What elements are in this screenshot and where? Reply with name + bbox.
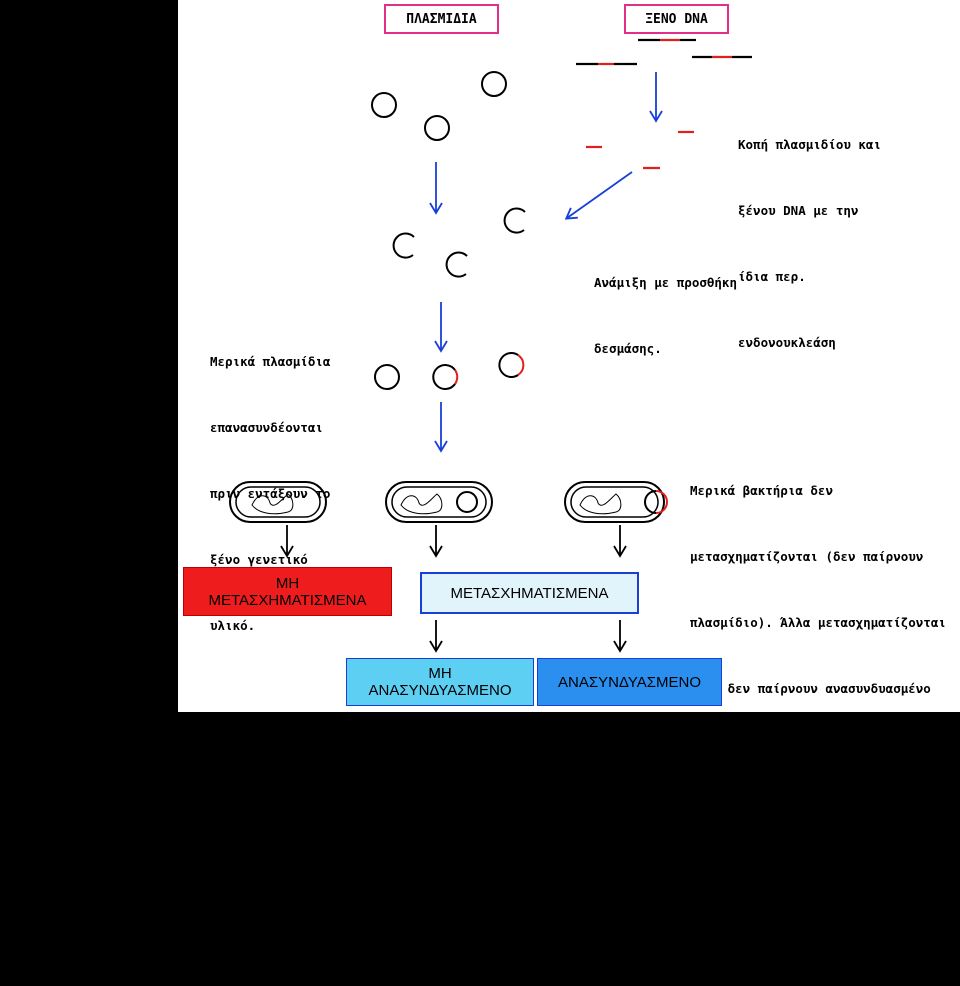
note-recircularize: Μερικά πλασμίδια επανασυνδέονται πριν εν…: [210, 307, 330, 659]
note-line: ίδια περ.: [738, 269, 806, 284]
recombinant-box: ΑΝΑΣΥΝΔΥΑΣΜΕΝΟ: [537, 658, 722, 706]
box-line: ΜΗ: [275, 574, 300, 592]
bacterium-transformed-recombinant: [564, 481, 668, 523]
plasmids-header-box: [384, 4, 499, 34]
note-line: Μερικά βακτήρια δεν: [690, 483, 833, 498]
box-line: ΑΝΑΣΥΝΔΥΑΣΜΕΝΟ: [557, 673, 702, 691]
box-line: ΜΕΤΑΣΧΗΜΑΤΙΣΜΕΝΑ: [450, 584, 609, 602]
note-line: Ανάμιξη με προσθήκη: [594, 275, 737, 290]
note-line: Μερικά πλασμίδια: [210, 354, 331, 369]
note-line: πλασμίδιο.: [690, 747, 766, 762]
not-recombinant-box: ΜΗ ΑΝΑΣΥΝΔΥΑΣΜΕΝΟ: [346, 658, 534, 706]
foreign-dna-fragments: [576, 38, 752, 170]
note-line: υλικό.: [210, 618, 256, 633]
foreign-dna-label: ΞΕΝΟ DNA: [645, 11, 708, 27]
foreign-dna-header-box: [624, 4, 729, 34]
note-line: ενδονουκλεάση: [738, 335, 836, 350]
right-margin-band: [860, 0, 960, 712]
box-line: ΑΝΑΣΥΝΔΥΑΣΜΕΝΟ: [368, 682, 512, 699]
note-line: Ακόμη λιγότερα (1% των αρχικών): [690, 813, 924, 828]
note-line: μετασχηματίζονται, δεχόμενα: [690, 879, 894, 894]
intact-plasmids: [371, 71, 507, 141]
note-line: πριν εντάξουν το: [210, 486, 331, 501]
box-line: ΜΗ: [428, 665, 452, 682]
diagram-canvas: [229, 4, 752, 653]
note-line: ανασυσυνδυασμένο πλασμίδιο.: [690, 945, 894, 960]
note-line: δεσμάσης.: [594, 341, 662, 356]
note-bacteria: Μερικά βακτήρια δεν μετασχηματίζονται (δ…: [690, 436, 946, 986]
bacterium-untransformed: [229, 481, 327, 523]
result-arrows: [280, 525, 627, 653]
cut-plasmids: [392, 207, 526, 278]
note-line: επανασυνδέονται: [210, 420, 323, 435]
transformed-box: ΜΕΤΑΣΧΗΜΑΤΙΣΜΕΝΑ: [420, 572, 639, 614]
note-line: αλλά δεν παίρνουν ανασυνδυασμένο: [690, 681, 931, 696]
box-line: ΜΕΤΑΣΧΗΜΑΤΙΣΜΕΝΑ: [208, 591, 367, 609]
note-line: ξένου DNA με την: [738, 203, 859, 218]
ligated-plasmids: [374, 352, 525, 390]
note-line: μετασχηματίζονται (δεν παίρνουν: [690, 549, 924, 564]
note-ligase: Ανάμιξη με προσθήκη δεσμάσης.: [594, 228, 737, 382]
arrow-icon: [564, 171, 633, 220]
plasmids-label: ΠΛΑΣΜΙΔΙΑ: [406, 11, 477, 27]
note-line: πλασμίδιο). Άλλα μετασχηματίζονται: [690, 615, 946, 630]
not-transformed-box: ΜΗ ΜΕΤΑΣΧΗΜΑΤΙΣΜΕΝΑ: [183, 567, 392, 616]
note-line: ξένο γενετικό: [210, 552, 308, 567]
bacterium-transformed-nonrecombinant: [385, 481, 493, 523]
note-cut: Κοπή πλασμιδίου και ξένου DNA με την ίδι…: [738, 90, 881, 376]
process-arrows: [429, 72, 663, 453]
note-line: Κοπή πλασμιδίου και: [738, 137, 881, 152]
